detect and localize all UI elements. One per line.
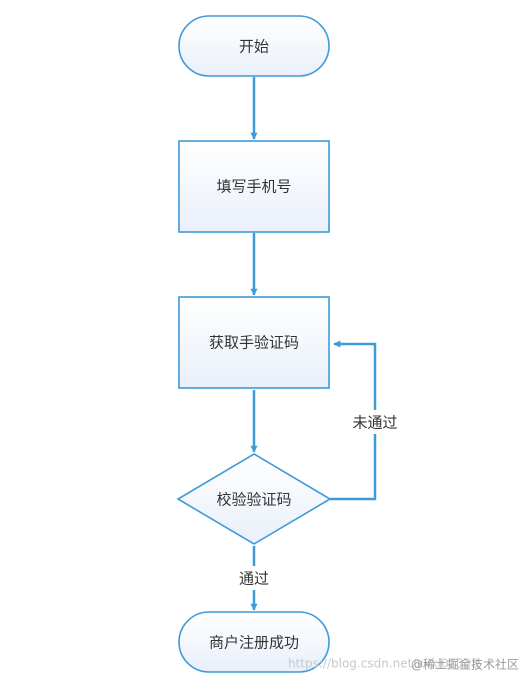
node-label: 开始 <box>239 38 269 56</box>
node-register-success: 商户注册成功 <box>178 611 330 673</box>
process-shape <box>178 140 330 233</box>
node-label: 填写手机号 <box>216 178 291 196</box>
node-start: 开始 <box>178 15 330 77</box>
edge-label-not-passed: 未通过 <box>352 414 397 432</box>
node-label: 商户注册成功 <box>209 634 299 652</box>
node-get-code: 获取手验证码 <box>178 296 330 389</box>
node-label: 获取手验证码 <box>209 334 299 352</box>
watermark-brand: @稀土掘金技术社区 <box>411 657 519 672</box>
edge-label-background <box>345 410 405 434</box>
node-label: 校验验证码 <box>216 491 291 509</box>
node-enter-phone: 填写手机号 <box>178 140 330 233</box>
edge-label-passed: 通过 <box>239 570 269 588</box>
edge-label-background <box>230 566 278 590</box>
node-verify-code: 校验验证码 <box>176 453 332 545</box>
watermark-url: https://blog.csdn.net/xxxl02323 <box>288 657 479 671</box>
terminal-shape <box>178 15 330 77</box>
decision-shape <box>176 453 332 545</box>
process-shape <box>178 296 330 389</box>
terminal-shape <box>178 611 330 673</box>
